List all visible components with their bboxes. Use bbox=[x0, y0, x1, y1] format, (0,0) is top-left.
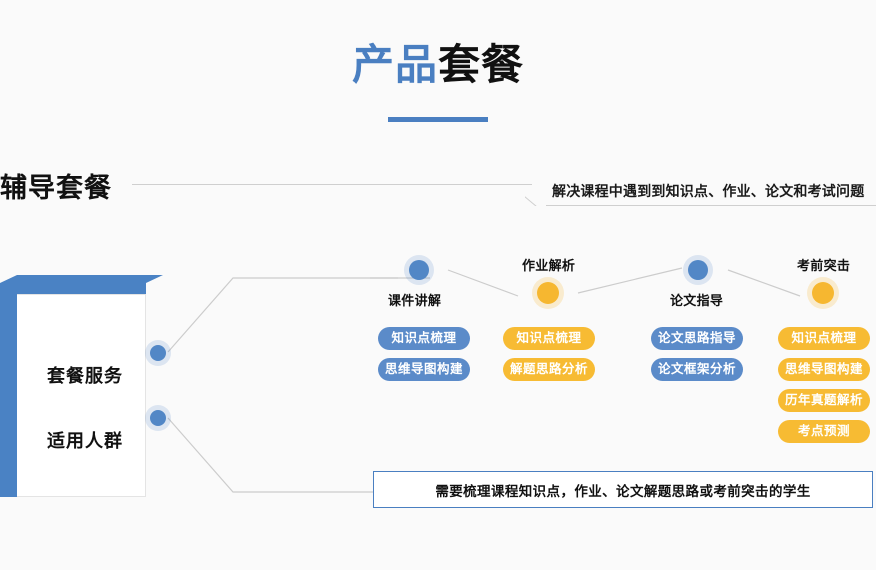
node-dot-2[interactable] bbox=[537, 282, 559, 304]
connector-node3-node4 bbox=[727, 269, 801, 297]
pill-2-1[interactable]: 知识点梳理 bbox=[503, 327, 595, 350]
book-row-label-service: 套餐服务 bbox=[47, 366, 123, 386]
node-dot-3[interactable] bbox=[688, 260, 708, 280]
page-title: 产品套餐 bbox=[0, 44, 876, 86]
pill-1-1[interactable]: 知识点梳理 bbox=[378, 327, 470, 350]
node-label-1: 课件讲解 bbox=[388, 293, 442, 308]
section-divider-line bbox=[132, 184, 532, 185]
pill-3-2[interactable]: 论文框架分析 bbox=[651, 358, 743, 381]
page-title-main: 套餐 bbox=[438, 41, 525, 88]
section-divider-line-lower bbox=[546, 205, 876, 206]
page-title-accent: 产品 bbox=[351, 41, 438, 88]
audience-box: 需要梳理课程知识点，作业、论文解题思路或考前突击的学生 bbox=[373, 471, 873, 508]
pill-2-2[interactable]: 解题思路分析 bbox=[503, 358, 595, 381]
pill-1-2[interactable]: 思维导图构建 bbox=[378, 358, 470, 381]
title-underline-bar bbox=[388, 117, 488, 122]
book-row-label-audience: 适用人群 bbox=[47, 431, 123, 451]
book-body: 套餐服务 适用人群 bbox=[17, 294, 146, 497]
book-row-dot-audience[interactable] bbox=[150, 410, 166, 426]
section-heading: 辅导套餐 bbox=[0, 173, 112, 203]
package-book-panel: 套餐服务 适用人群 bbox=[0, 275, 163, 497]
pill-4-2[interactable]: 思维导图构建 bbox=[778, 358, 870, 381]
book-spine bbox=[0, 283, 17, 497]
pill-4-3[interactable]: 历年真题解析 bbox=[778, 389, 870, 412]
pill-4-4[interactable]: 考点预测 bbox=[778, 420, 870, 443]
node-label-3: 论文指导 bbox=[670, 293, 724, 308]
node-dot-4[interactable] bbox=[812, 282, 834, 304]
node-label-2: 作业解析 bbox=[522, 258, 576, 273]
node-label-4: 考前突击 bbox=[797, 258, 851, 273]
book-top-edge bbox=[0, 275, 163, 295]
audience-text: 需要梳理课程知识点，作业、论文解题思路或考前突击的学生 bbox=[435, 483, 811, 499]
section-subheading: 解决课程中遇到到知识点、作业、论文和考试问题 bbox=[552, 183, 865, 199]
section-divider-slant bbox=[525, 184, 551, 206]
connector-node2-node3 bbox=[577, 267, 683, 294]
pill-4-1[interactable]: 知识点梳理 bbox=[778, 327, 870, 350]
connector-node1-node2 bbox=[447, 269, 519, 297]
node-dot-1[interactable] bbox=[409, 260, 429, 280]
connector-bottom-branch bbox=[167, 417, 375, 493]
book-row-dot-service[interactable] bbox=[150, 345, 166, 361]
pill-3-1[interactable]: 论文思路指导 bbox=[651, 327, 743, 350]
